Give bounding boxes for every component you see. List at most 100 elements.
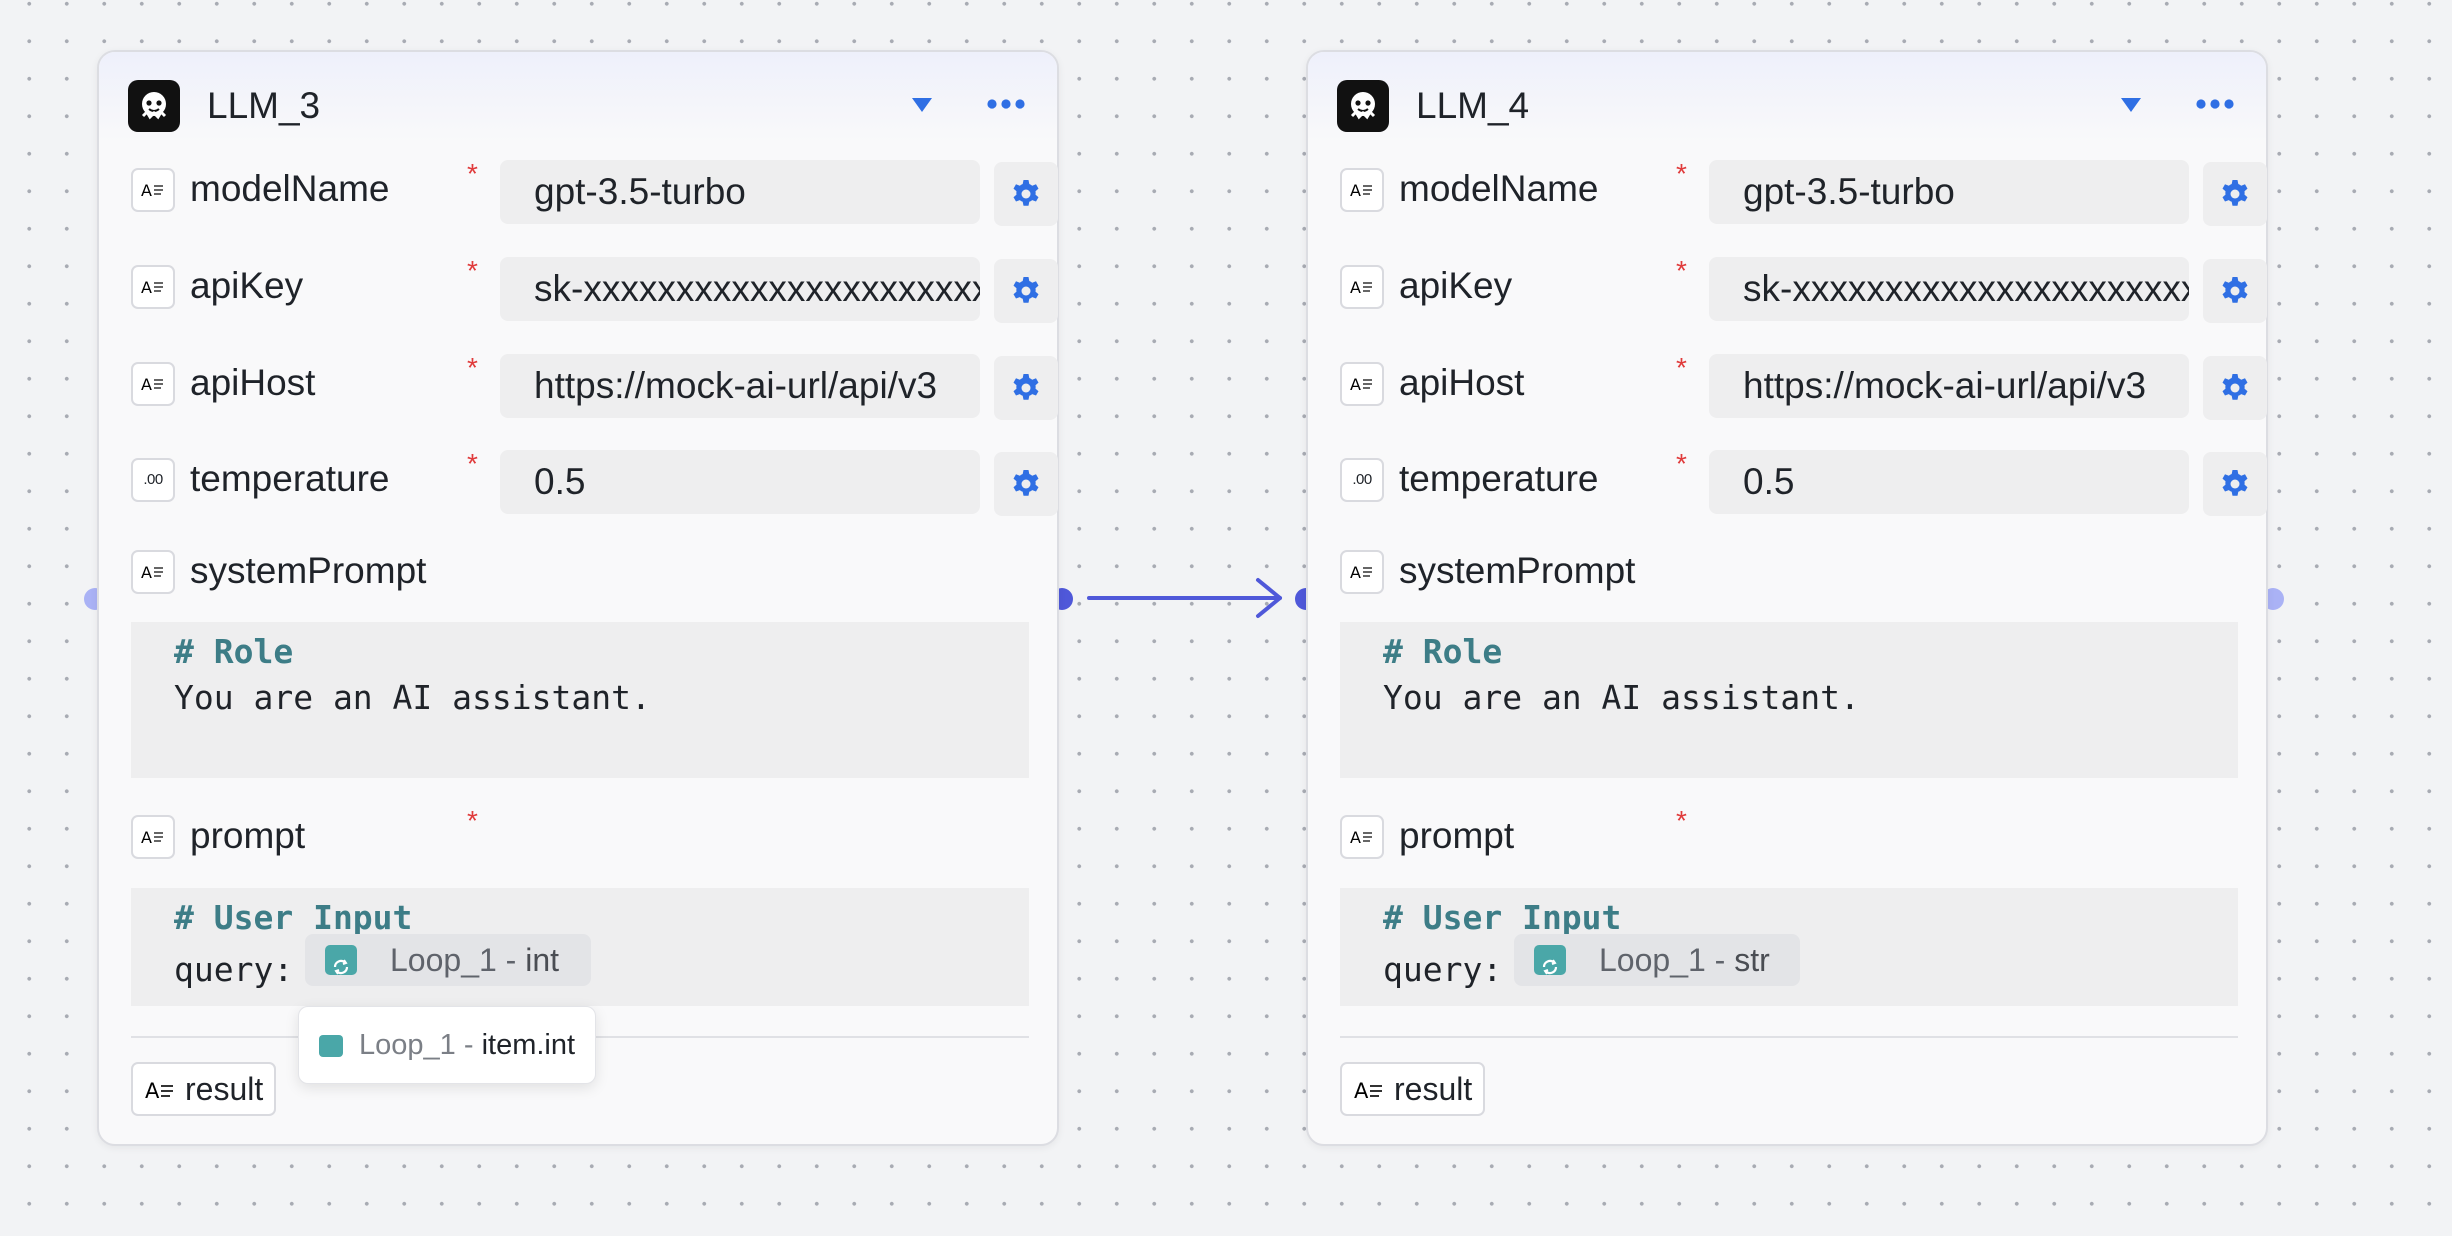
field-row-temperature: .00 temperature * 0.5 [131,448,1058,516]
svg-text:A: A [141,375,152,394]
field-row-systemprompt: A systemPrompt [1340,542,2240,602]
svg-text:A: A [141,278,152,297]
code-line: query: [1383,950,1503,989]
field-label: prompt [190,815,306,856]
field-row-apihost: A apiHost * https://mock-ai-url/api/v3 [131,352,1058,420]
text-type-icon: A [131,815,175,859]
variable-suggestion-item[interactable]: Loop_1 - item.int [298,1006,596,1084]
required-marker: * [1676,352,1687,383]
svg-text:A: A [1354,1079,1369,1103]
svg-text:A: A [1350,181,1361,200]
more-options-icon[interactable] [987,98,1025,110]
loop-icon [319,1035,343,1077]
code-line: query: [174,950,294,989]
number-type-label: .00 [143,471,163,488]
required-marker: * [467,158,478,189]
bot-logo-icon [128,80,180,132]
apikey-input[interactable]: sk-xxxxxxxxxxxxxxxxxxxxxxxx [1709,257,2189,321]
text-type-icon: A [1340,550,1384,594]
field-row-apikey: A apiKey * sk-xxxxxxxxxxxxxxxxxxxxxxxx [1340,255,2267,323]
settings-gear-icon[interactable] [2203,162,2267,226]
output-label: result [1394,1071,1473,1107]
text-type-icon: A [1340,815,1384,859]
field-label: temperature [190,458,390,499]
variable-chip[interactable]: Loop_1 - int [305,934,591,986]
settings-gear-icon[interactable] [2203,452,2267,516]
settings-gear-icon[interactable] [994,259,1058,323]
temperature-input[interactable]: 0.5 [1709,450,2189,514]
field-label: temperature [1399,458,1599,499]
field-row-apikey: A apiKey * sk-xxxxxxxxxxxxxxxxxxxxxxxx [131,255,1058,323]
field-row-modelname: A modelName * gpt-3.5-turbo [131,158,1058,226]
node-title: LLM_3 [207,85,321,126]
settings-gear-icon[interactable] [2203,259,2267,323]
temperature-input[interactable]: 0.5 [500,450,980,514]
llm-node-llm3[interactable]: LLM_3 A modelName * gpt-3.5-turbo A apiK… [97,50,1059,1146]
code-heading: # Role [1383,632,1503,671]
code-line: You are an AI assistant. [174,678,651,717]
modelname-input[interactable]: gpt-3.5-turbo [1709,160,2189,224]
settings-gear-icon[interactable] [994,162,1058,226]
required-marker: * [467,352,478,383]
required-marker: * [1676,805,1687,836]
field-row-modelname: A modelName * gpt-3.5-turbo [1340,158,2267,226]
more-options-icon[interactable] [2196,98,2234,110]
field-label: prompt [1399,815,1515,856]
llm-node-llm4[interactable]: LLM_4 A modelName * gpt-3.5-turbo A apiK… [1306,50,2268,1146]
required-marker: * [467,255,478,286]
svg-text:A: A [1350,278,1361,297]
node-title: LLM_4 [1416,85,1530,126]
text-type-icon: A [1340,362,1384,406]
code-heading: # User Input [1383,898,1622,937]
required-marker: * [1676,255,1687,286]
field-row-temperature: .00 temperature * 0.5 [1340,448,2267,516]
required-marker: * [1676,158,1687,189]
apihost-input[interactable]: https://mock-ai-url/api/v3 [500,354,980,418]
field-label: modelName [1399,168,1599,209]
chip-type: str [1734,942,1770,978]
number-type-icon: .00 [1340,458,1384,502]
loop-icon [1534,945,1566,975]
output-result-badge[interactable]: A result [1340,1062,1486,1116]
loop-icon [325,945,357,975]
field-label: apiKey [190,265,304,306]
variable-chip[interactable]: Loop_1 - str [1514,934,1800,986]
systemprompt-editor[interactable]: # Role You are an AI assistant. [131,622,1029,778]
settings-gear-icon[interactable] [2203,356,2267,420]
caret-down-icon[interactable] [910,96,934,114]
svg-text:A: A [141,563,152,582]
text-type-icon: A [131,168,175,212]
modelname-input[interactable]: gpt-3.5-turbo [500,160,980,224]
apihost-input[interactable]: https://mock-ai-url/api/v3 [1709,354,2189,418]
text-type-icon: A [131,362,175,406]
field-label: systemPrompt [1399,550,1636,591]
text-type-icon: A [131,265,175,309]
code-line: You are an AI assistant. [1383,678,1860,717]
field-label: modelName [190,168,390,209]
bot-logo-icon [1337,80,1389,132]
settings-gear-icon[interactable] [994,452,1058,516]
text-type-icon: A [1340,265,1384,309]
field-label: apiHost [1399,362,1525,403]
text-type-icon: A [131,550,175,594]
prompt-editor[interactable]: # User Input query: Loop_1 - int [131,888,1029,1006]
connection-edge[interactable] [1080,576,1300,624]
svg-text:A: A [145,1079,160,1103]
suggestion-source: Loop_1 - [359,1029,474,1061]
field-row-apihost: A apiHost * https://mock-ai-url/api/v3 [1340,352,2267,420]
prompt-editor[interactable]: # User Input query: Loop_1 - str [1340,888,2238,1006]
chip-source: Loop_1 - [390,942,517,978]
field-label: apiKey [1399,265,1513,306]
field-label: systemPrompt [190,550,427,591]
chip-source: Loop_1 - [1599,942,1726,978]
caret-down-icon[interactable] [2119,96,2143,114]
code-heading: # Role [174,632,294,671]
output-result-badge[interactable]: A result [131,1062,277,1116]
chip-type: int [525,942,560,978]
number-type-icon: .00 [131,458,175,502]
settings-gear-icon[interactable] [994,356,1058,420]
apikey-input[interactable]: sk-xxxxxxxxxxxxxxxxxxxxxxxx [500,257,980,321]
systemprompt-editor[interactable]: # Role You are an AI assistant. [1340,622,2238,778]
suggestion-path: item.int [481,1029,576,1061]
number-type-label: .00 [1352,471,1372,488]
